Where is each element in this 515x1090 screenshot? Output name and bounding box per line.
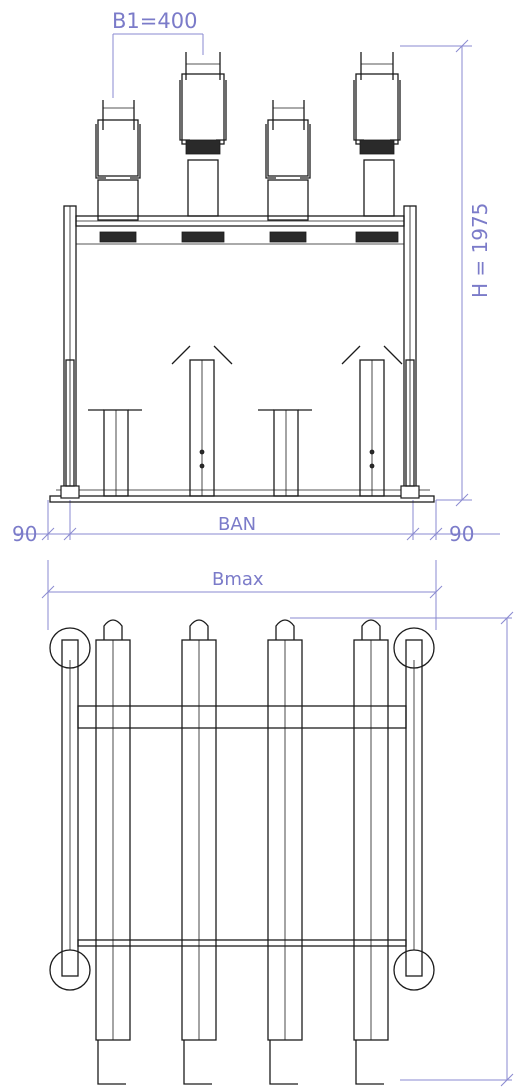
low-stand-3	[258, 409, 312, 497]
raised-holder-1	[95, 100, 141, 243]
dimension-lines	[14, 33, 514, 1087]
dim-90-right-label: 90	[449, 522, 474, 546]
dim-bmax-label: Bmax	[212, 569, 264, 590]
plan-view	[49, 619, 435, 1085]
left-post	[60, 205, 80, 499]
raised-holder-3	[265, 100, 311, 243]
front-elevation-view	[49, 52, 435, 503]
dim-h-label: H = 1975	[468, 203, 492, 298]
right-post	[400, 205, 420, 499]
right-end-frame	[393, 627, 435, 991]
dim-90-left-label: 90	[12, 522, 37, 546]
plan-rack-1	[95, 619, 131, 1085]
raised-holder-4	[353, 52, 401, 243]
plan-rack-2	[181, 619, 217, 1085]
plan-rack-3	[267, 619, 303, 1085]
raised-holder-2	[179, 52, 227, 243]
low-stand-4	[341, 345, 403, 497]
low-stand-1	[88, 409, 142, 497]
left-end-frame	[49, 627, 91, 991]
dim-b1-label: B1=400	[112, 9, 197, 33]
plan-rack-4	[353, 619, 389, 1085]
low-stand-2	[171, 345, 233, 497]
dim-ban-label: BAN	[218, 514, 256, 535]
